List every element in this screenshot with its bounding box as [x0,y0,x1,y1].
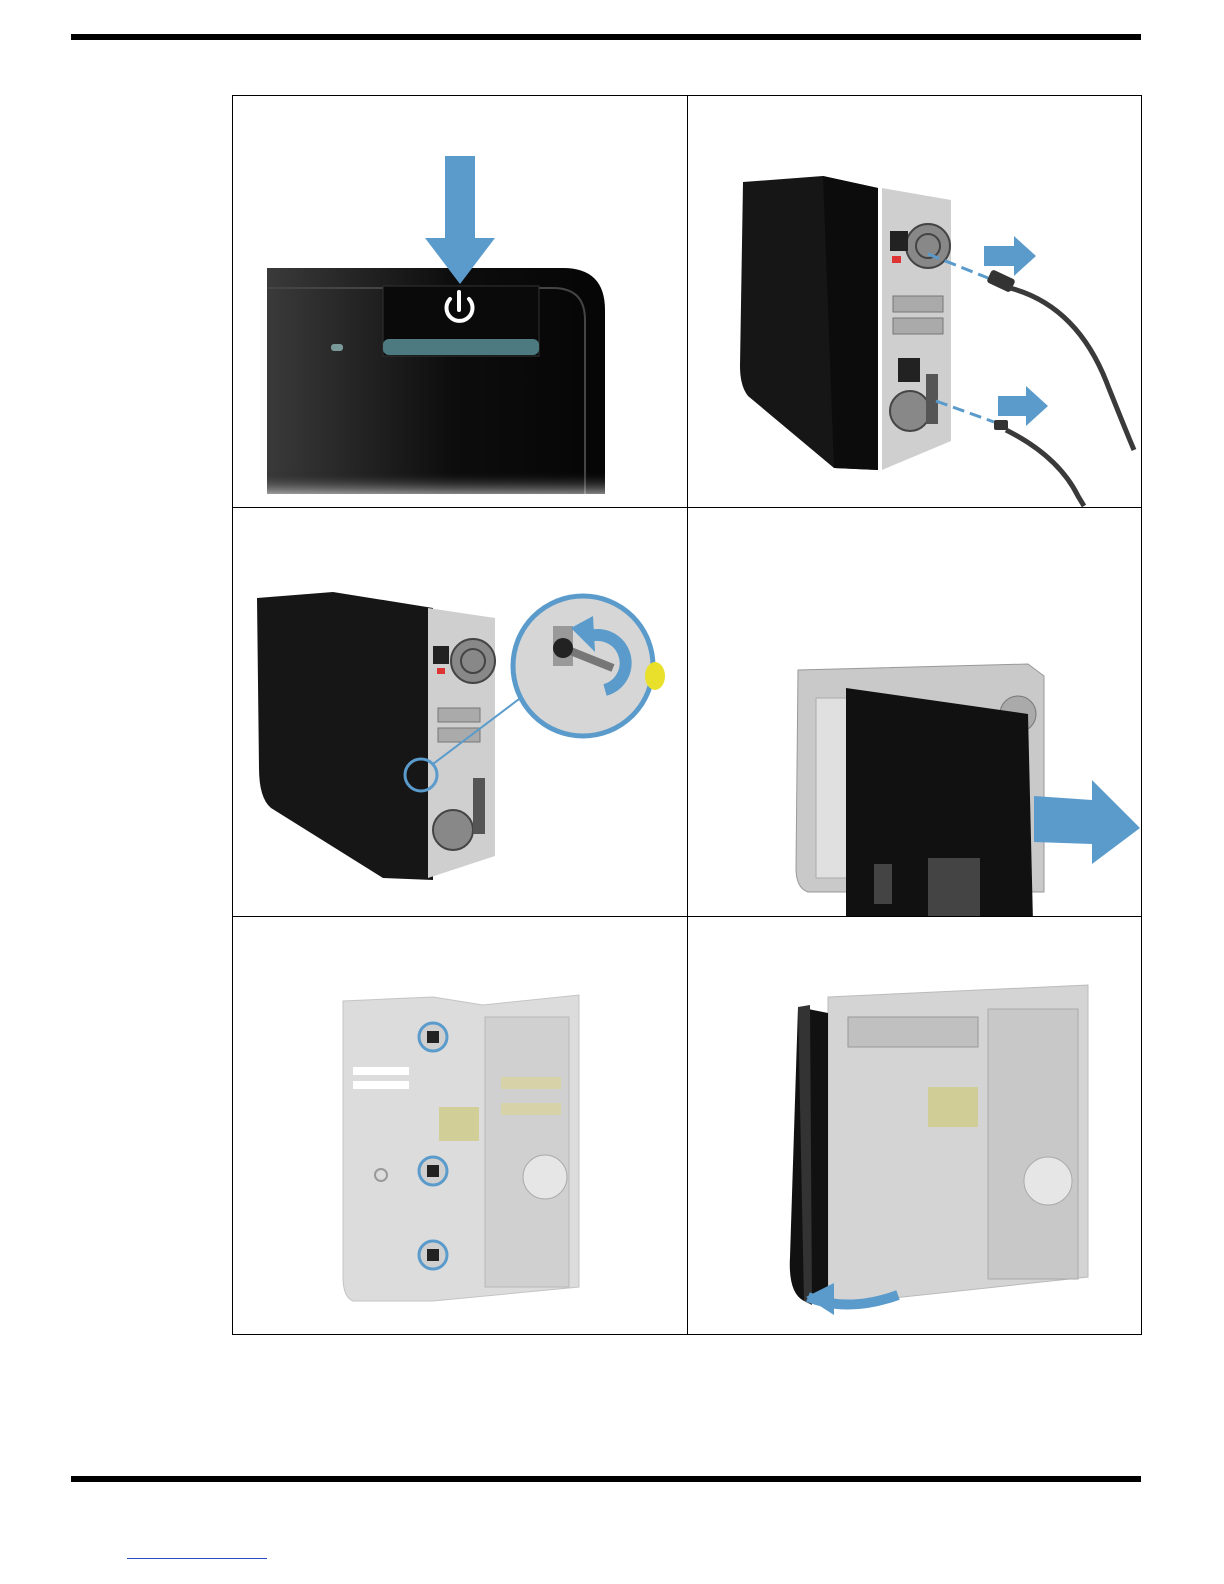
header-rule [71,34,1141,40]
step-bezel-tabs [233,917,687,1336]
arrow-right-icon [1034,780,1140,864]
footer-link-underline[interactable] [127,1558,267,1559]
power-button-illustration [233,96,687,507]
step-disconnect-cables [688,96,1143,507]
zoom-callout [513,596,653,736]
bezel-tabs-illustration [233,917,687,1336]
arrow-down-icon [425,156,495,284]
side-panel-illustration [688,508,1143,916]
remove-bezel-illustration [688,917,1143,1336]
illustration-grid [232,95,1142,1335]
step-power-button [233,96,687,507]
step-remove-bezel [688,917,1143,1336]
arrow-right-icon [984,236,1036,276]
disconnect-cables-illustration [688,96,1143,507]
thumbscrew-illustration [233,508,687,916]
footer-rule [71,1476,1141,1482]
step-loosen-thumbscrew [233,508,687,916]
step-remove-side-panel [688,508,1143,916]
